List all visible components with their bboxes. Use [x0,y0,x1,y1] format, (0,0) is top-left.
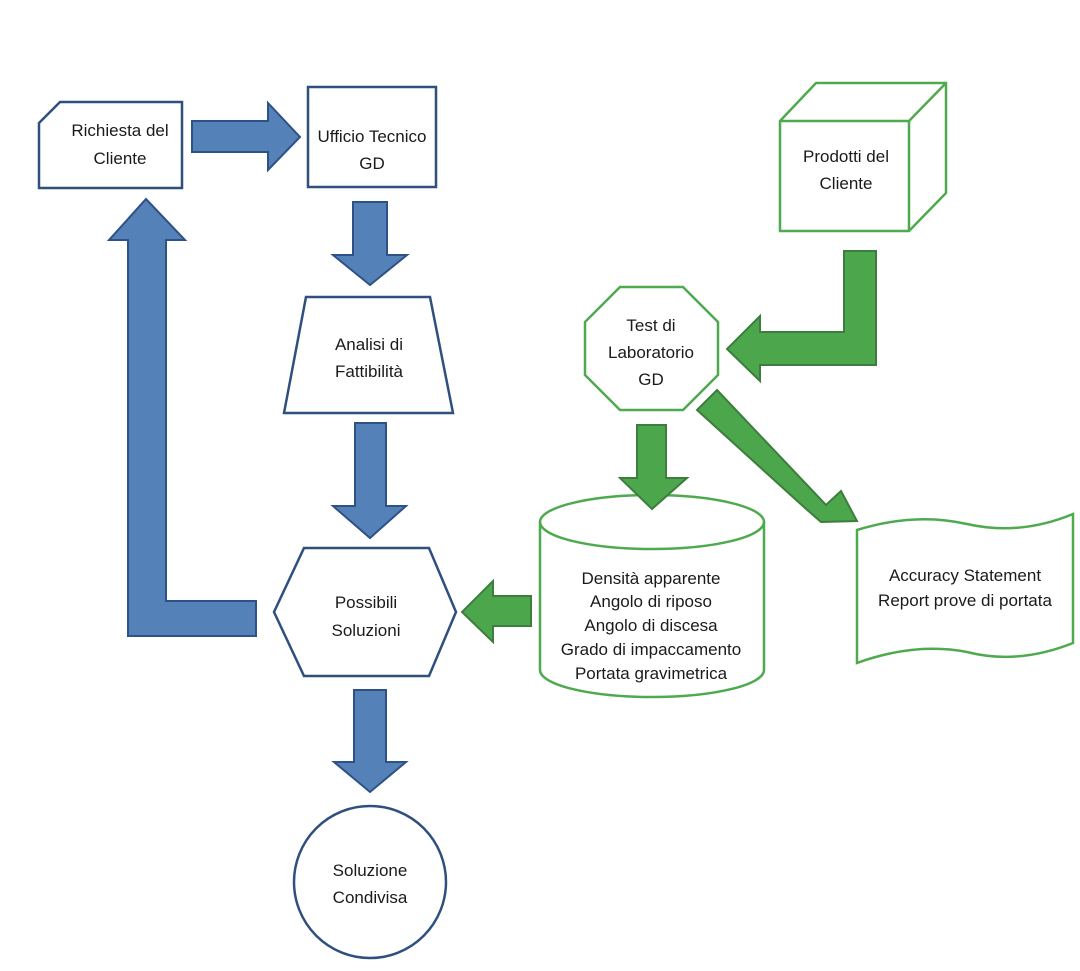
node-ufficio-tecnico-gd: Ufficio Tecnico GD [306,85,438,189]
node-report-line-1: Accuracy Statement [889,566,1041,585]
node-prodotti-line-1: Prodotti del [803,147,889,166]
node-parametri-line-4: Grado di impaccamento [561,640,741,659]
node-possibili-line-2: Soluzioni [332,621,401,640]
node-analisi-di-fattibilita: Analisi di Fattibilità [282,295,455,415]
node-prodotti-del-cliente: Prodotti del Cliente [778,81,948,233]
arrow-test-to-report [695,388,859,524]
node-soluzione-line-2: Condivisa [333,888,408,907]
node-analisi-line-2: Fattibilità [335,362,404,381]
arrow-possibili-back-to-richiesta [106,197,257,637]
node-report-documento: Accuracy Statement Report prove di porta… [855,512,1075,665]
node-report-line-2: Report prove di portata [878,591,1052,610]
node-parametri-line-3: Angolo di discesa [584,616,718,635]
arrow-analisi-to-possibili [330,422,409,540]
node-parametri-line-1: Densità apparente [582,569,721,588]
node-soluzione-line-1: Soluzione [333,861,408,880]
node-richiesta-del-cliente: Richiesta del Cliente [37,100,184,190]
arrow-parametri-to-possibili [460,578,532,645]
node-parametri-line-2: Angolo di riposo [590,592,712,611]
node-analisi-line-1: Analisi di [335,335,403,354]
arrow-test-to-parametri [617,424,690,511]
node-soluzione-condivisa: Soluzione Condivisa [292,804,448,960]
node-possibili-soluzioni: Possibili Soluzioni [272,546,458,678]
node-ufficio-line-1: Ufficio Tecnico [318,127,427,146]
node-richiesta-line-1: Richiesta del [71,121,168,140]
node-parametri-cilindro: Densità apparente Angolo di riposo Angol… [538,493,766,699]
node-prodotti-line-2: Cliente [820,174,873,193]
arrow-prodotti-to-test [725,250,877,384]
node-test-line-1: Test di [626,316,675,335]
node-test-line-3: GD [638,370,664,389]
node-ufficio-line-2: GD [359,154,385,173]
node-possibili-line-1: Possibili [335,593,397,612]
arrow-ufficio-to-analisi [330,201,410,287]
arrow-richiesta-to-ufficio [191,100,302,173]
node-test-line-2: Laboratorio [608,343,694,362]
node-parametri-line-5: Portata gravimetrica [575,664,728,683]
node-test-di-laboratorio-gd: Test di Laboratorio GD [583,285,720,412]
arrow-possibili-to-soluzione [331,689,409,794]
node-richiesta-line-2: Cliente [94,149,147,168]
